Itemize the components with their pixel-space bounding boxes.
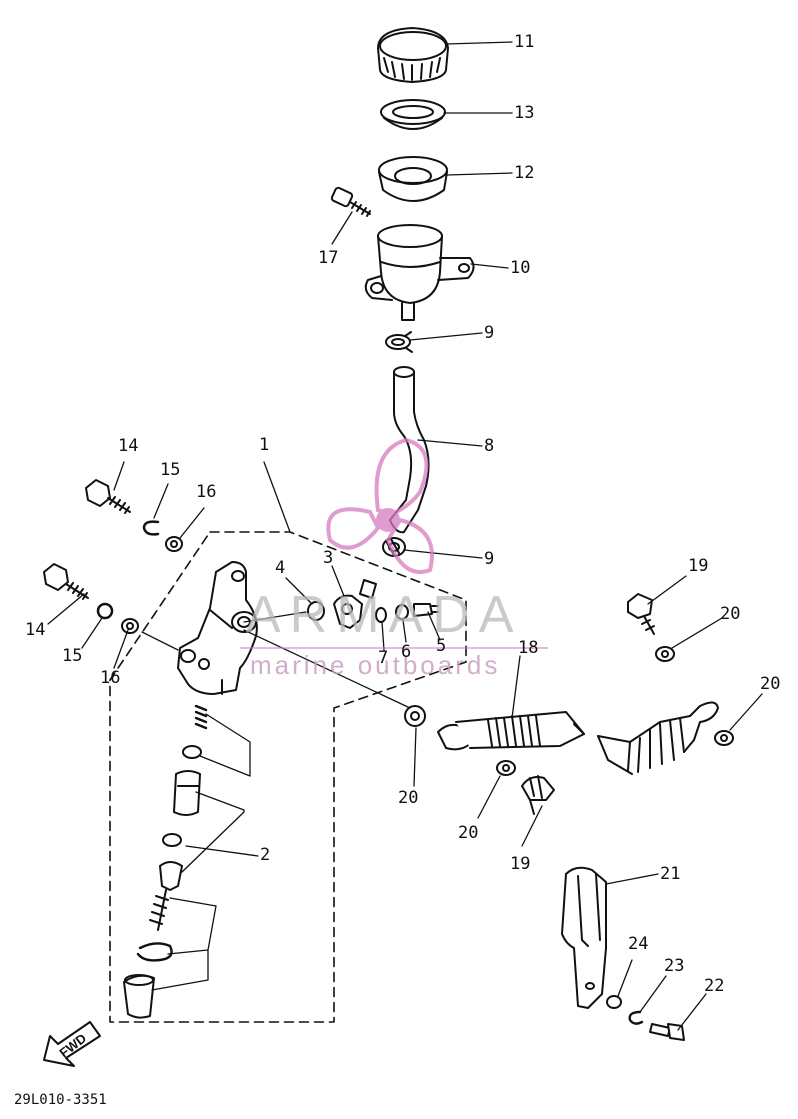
reservoir-tank xyxy=(364,224,475,321)
diaphragm xyxy=(378,156,448,202)
callout-18: 18 xyxy=(518,638,539,658)
callout-20-c: 20 xyxy=(458,823,479,843)
leader-lines xyxy=(47,41,763,1031)
o-ring xyxy=(307,601,325,621)
callout-1: 1 xyxy=(259,435,270,455)
mount-bolt-lower xyxy=(43,563,89,600)
callout-2: 2 xyxy=(260,845,271,865)
callout-16-lower: 16 xyxy=(100,668,121,688)
callout-23: 23 xyxy=(664,956,685,976)
callout-21: 21 xyxy=(660,864,681,884)
callout-7: 7 xyxy=(378,648,389,668)
callout-6: 6 xyxy=(401,642,412,662)
hose-washer-a xyxy=(404,705,426,727)
callout-9-lower: 9 xyxy=(484,549,495,569)
union-bolt-lower xyxy=(521,775,555,815)
watermark-title: ARMADA xyxy=(246,586,523,644)
callout-4: 4 xyxy=(275,558,286,578)
callout-16-upper: 16 xyxy=(196,482,217,502)
small-washer-6 xyxy=(395,604,409,620)
callout-15-lower: 15 xyxy=(62,646,83,666)
hose-guide xyxy=(561,866,607,1009)
guide-clip xyxy=(628,1010,644,1025)
hose-clamp-upper xyxy=(385,331,413,353)
callout-5: 5 xyxy=(436,636,447,656)
hose-washer-c xyxy=(496,760,516,776)
watermark-logo xyxy=(326,437,434,574)
callout-20-b: 20 xyxy=(720,604,741,624)
callout-17: 17 xyxy=(318,248,339,268)
fwd-arrow xyxy=(43,1021,101,1067)
master-cylinder-body xyxy=(177,561,258,695)
assembly-outline xyxy=(109,531,467,1023)
callout-8: 8 xyxy=(484,436,495,456)
mount-bolt-upper xyxy=(85,479,131,514)
union-bolt xyxy=(413,603,439,617)
diaphragm-plate xyxy=(380,99,446,130)
diagram-code: 29L010-3351 xyxy=(14,1092,107,1108)
callout-19-lower: 19 xyxy=(510,854,531,874)
washer-upper xyxy=(165,536,183,552)
hose-washer-d xyxy=(714,730,734,746)
small-washer-7 xyxy=(375,607,387,623)
callout-3: 3 xyxy=(323,548,334,568)
brake-hose xyxy=(437,701,719,775)
union-bolt-upper xyxy=(627,593,655,635)
guide-bolt xyxy=(649,1023,685,1041)
spring-washer-lower xyxy=(96,602,114,620)
callout-24: 24 xyxy=(628,934,649,954)
callout-20-a: 20 xyxy=(398,788,419,808)
callout-14-lower: 14 xyxy=(25,620,46,640)
cylinder-kit xyxy=(123,704,208,1019)
callout-11: 11 xyxy=(514,32,535,52)
reservoir-screw xyxy=(330,186,371,217)
washer-lower xyxy=(121,618,139,634)
reservoir-cap xyxy=(377,27,449,83)
callout-14-upper: 14 xyxy=(118,436,139,456)
hose-washer-b xyxy=(655,646,675,662)
watermark-subtitle: marine outboards xyxy=(250,650,501,680)
callout-22: 22 xyxy=(704,976,725,996)
callout-20-d: 20 xyxy=(760,674,781,694)
callout-19-upper: 19 xyxy=(688,556,709,576)
guide-washer xyxy=(606,995,622,1009)
spring-washer-upper xyxy=(142,520,160,536)
callout-10: 10 xyxy=(510,258,531,278)
callout-9-upper: 9 xyxy=(484,323,495,343)
callout-15-upper: 15 xyxy=(160,460,181,480)
callout-13: 13 xyxy=(514,103,535,123)
union-joint xyxy=(333,579,377,629)
callout-12: 12 xyxy=(514,163,535,183)
